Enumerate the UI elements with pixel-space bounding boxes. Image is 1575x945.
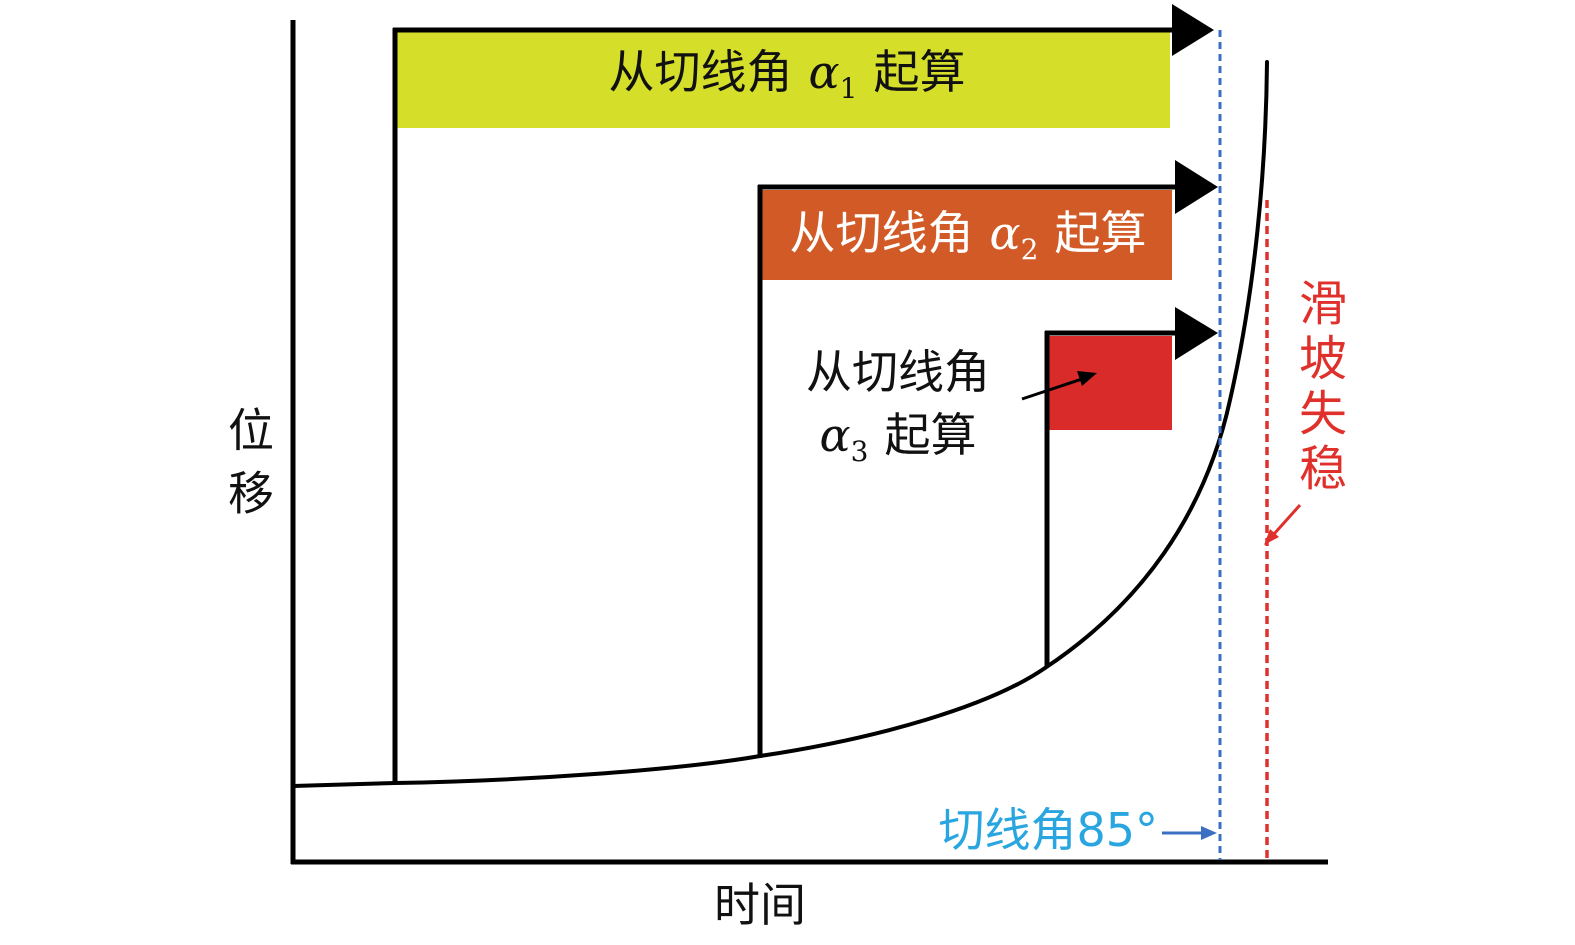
stage-2-label-suffix: 起算 [1054, 206, 1147, 260]
y-axis-label: 位移 [221, 406, 275, 532]
threshold-label: 切线角85° [938, 803, 1158, 857]
failure-pointer-line [1272, 503, 1302, 536]
stage-1-arrowhead [1172, 4, 1214, 56]
threshold-pointer-arrowhead [1201, 826, 1217, 840]
stage-1-alpha-subscript: 1 [839, 72, 858, 105]
stage-3-label-line-1: 从切线角 [806, 341, 990, 404]
x-axis-label: 时间 [714, 878, 806, 932]
stage-3-alpha-symbol: α [819, 408, 851, 462]
stage-1-alpha-symbol: α [808, 45, 840, 99]
stage-3-pointer-line [1021, 377, 1083, 401]
stage-3-label: 从切线角 α3 起算 [806, 341, 990, 468]
stage-2-arrowhead [1175, 160, 1218, 214]
stage-3-pointer-arrowhead [1077, 371, 1097, 386]
displacement-curve [291, 60, 1269, 788]
stage-2-bar [762, 190, 1172, 280]
stage-1-label-prefix: 从切线角 [608, 45, 793, 99]
stage-3-arrowhead [1175, 307, 1218, 360]
stage-2-alpha-subscript: 2 [1020, 233, 1039, 266]
stage-1-bar [397, 32, 1170, 128]
failure-label: 滑坡失稳 [1290, 278, 1346, 498]
stage-2-alpha-symbol: α [989, 206, 1021, 260]
stage-3-label-suffix: 起算 [884, 408, 977, 462]
stage-3-label-line-2: α3 起算 [806, 404, 990, 468]
stage-3-label-prefix: 从切线角 [806, 345, 990, 399]
stage-1-label-suffix: 起算 [873, 45, 966, 99]
failure-pointer-arrowhead [1264, 529, 1279, 545]
stage-3-alpha-subscript: 3 [850, 435, 869, 468]
stage-2-label-prefix: 从切线角 [789, 206, 974, 260]
